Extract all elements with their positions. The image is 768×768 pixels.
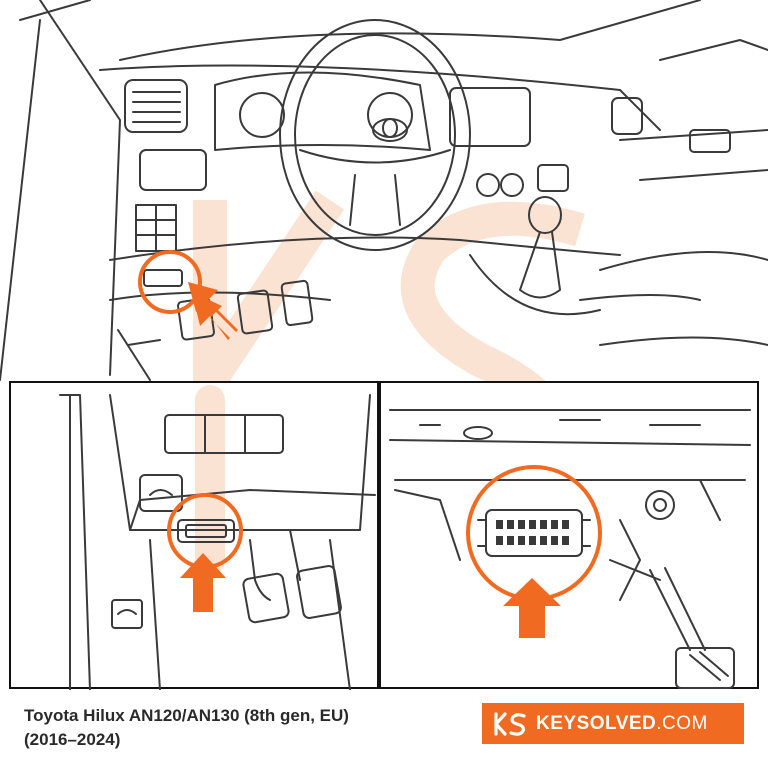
caption-line-years: (2016–2024) [24, 730, 121, 749]
arrow-up-right-icon [188, 282, 238, 340]
ks-logo-icon [494, 711, 526, 736]
dashboard-overview [0, 0, 768, 381]
arrow-up-icon [180, 553, 226, 612]
vehicle-caption: Toyota Hilux AN120/AN130 (8th gen, EU) (… [24, 704, 464, 752]
toyota-emblem-icon [372, 118, 408, 142]
brand-name: KEYSOLVED [536, 712, 657, 734]
detail-panel-obd-port [389, 409, 751, 689]
brand-banner[interactable]: KEYSOLVED.COM [482, 703, 744, 744]
magnifier-circle-icon [138, 250, 202, 314]
brand-tld: .COM [656, 712, 708, 734]
arrow-up-icon [503, 578, 561, 638]
obd-location-illustration [0, 0, 768, 690]
caption-line-model: Toyota Hilux AN120/AN130 (8th gen, EU) [24, 706, 349, 725]
